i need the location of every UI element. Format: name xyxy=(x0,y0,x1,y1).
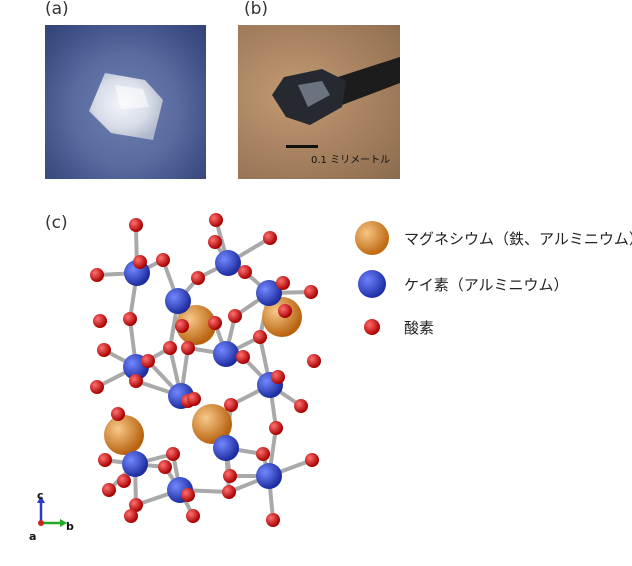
oxygen-atom-12 xyxy=(123,312,137,326)
oxygen-atom-34 xyxy=(166,447,180,461)
oxygen-atom-45 xyxy=(124,509,138,523)
oxygen-atom-20 xyxy=(97,343,111,357)
scale-bar xyxy=(286,145,318,148)
legend-swatch-silicon xyxy=(358,270,386,298)
oxygen-atom-1 xyxy=(209,213,223,227)
crystal-drawing xyxy=(89,73,163,140)
oxygen-atom-31 xyxy=(187,392,201,406)
needle-shape xyxy=(338,57,400,105)
panel-label-c: (c) xyxy=(45,213,68,233)
oxygen-atom-22 xyxy=(236,350,250,364)
magnesium-atom-0 xyxy=(176,305,216,345)
legend-swatches xyxy=(355,221,389,335)
silicon-atom-1 xyxy=(215,250,241,276)
oxygen-atom-7 xyxy=(238,265,252,279)
oxygen-atom-14 xyxy=(208,316,222,330)
silicon-atom-2 xyxy=(165,288,191,314)
oxygen-atom-39 xyxy=(117,474,131,488)
legend-swatch-oxygen xyxy=(364,319,380,335)
oxygen-atom-23 xyxy=(307,354,321,368)
oxygen-atom-30 xyxy=(111,407,125,421)
sample-reflection xyxy=(298,81,330,107)
oxygen-atom-43 xyxy=(181,488,195,502)
scale-bar-label: 0.1 ミリメートル xyxy=(311,155,391,166)
oxygen-atom-16 xyxy=(278,304,292,318)
oxygen-atom-13 xyxy=(175,319,189,333)
magnesium-atom-3 xyxy=(192,404,232,444)
oxygen-atom-42 xyxy=(186,509,200,523)
oxygen-atom-18 xyxy=(181,341,195,355)
axis-b-label: b xyxy=(66,520,74,533)
silicon-atom-9 xyxy=(213,435,239,461)
sample-photo xyxy=(238,25,400,179)
oxygen-atom-4 xyxy=(208,235,222,249)
axis-a-point xyxy=(38,520,44,526)
crystal-structure: c a b xyxy=(29,213,321,543)
oxygen-atom-15 xyxy=(228,309,242,323)
legend-label-magnesium: マグネシウム（鉄、アルミニウム） xyxy=(404,230,632,248)
oxygen-atom-44 xyxy=(266,513,280,527)
oxygen-atom-5 xyxy=(90,268,104,282)
legend-label-silicon: ケイ素（アルミニウム） xyxy=(404,276,569,294)
crystal-photo xyxy=(45,25,206,179)
oxygen-atom-6 xyxy=(156,253,170,267)
oxygen-atom-29 xyxy=(294,399,308,413)
oxygen-atom-24 xyxy=(90,380,104,394)
oxygen-atom-3 xyxy=(133,255,147,269)
oxygen-atom-40 xyxy=(102,483,116,497)
panel-label-b: (b) xyxy=(244,0,269,19)
silicon-atom-8 xyxy=(122,451,148,477)
axis-b-arrowhead xyxy=(60,519,67,527)
axis-indicator: c a b xyxy=(29,489,74,543)
oxygen-atom-37 xyxy=(158,460,172,474)
oxygen-atom-8 xyxy=(191,271,205,285)
oxygen-atom-35 xyxy=(256,447,270,461)
silicon-atom-3 xyxy=(256,280,282,306)
oxygen-atom-41 xyxy=(129,498,143,512)
oxygen-atom-25 xyxy=(129,374,143,388)
legend-swatch-magnesium xyxy=(355,221,389,255)
oxygen-atom-10 xyxy=(304,285,318,299)
oxygen-atom-2 xyxy=(263,231,277,245)
oxygen-atom-46 xyxy=(223,469,237,483)
atom-layer xyxy=(90,213,321,527)
oxygen-atom-32 xyxy=(269,421,283,435)
crystal-highlight xyxy=(115,85,149,109)
oxygen-atom-28 xyxy=(271,370,285,384)
oxygen-atom-27 xyxy=(224,398,238,412)
magnesium-atom-2 xyxy=(104,415,144,455)
oxygen-atom-11 xyxy=(93,314,107,328)
silicon-atom-11 xyxy=(256,463,282,489)
oxygen-atom-38 xyxy=(222,485,236,499)
oxygen-atom-19 xyxy=(163,341,177,355)
legend-label-oxygen: 酸素 xyxy=(404,319,435,337)
oxygen-atom-9 xyxy=(276,276,290,290)
axis-a-label: a xyxy=(29,530,36,543)
oxygen-atom-21 xyxy=(141,354,155,368)
oxygen-atom-33 xyxy=(98,453,112,467)
silicon-atom-5 xyxy=(213,341,239,367)
oxygen-atom-17 xyxy=(253,330,267,344)
oxygen-atom-0 xyxy=(129,218,143,232)
axis-c-arrowhead xyxy=(37,496,45,503)
oxygen-atom-36 xyxy=(305,453,319,467)
panel-label-a: (a) xyxy=(45,0,69,19)
sample-drawing xyxy=(272,57,400,148)
axis-c-label: c xyxy=(37,489,44,502)
